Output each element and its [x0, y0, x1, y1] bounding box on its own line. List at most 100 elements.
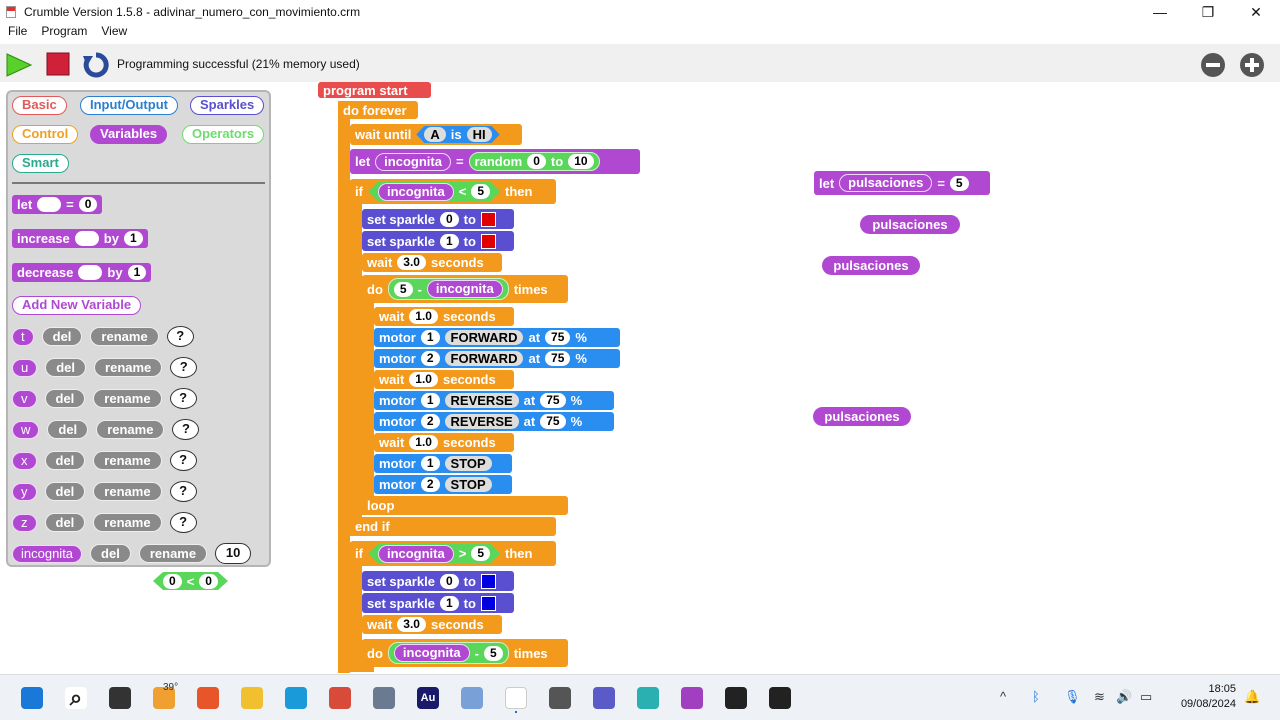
do-forever-block[interactable]: do forever	[338, 101, 418, 119]
menu-file[interactable]: File	[8, 24, 28, 38]
files-dark-icon[interactable]	[109, 687, 131, 709]
category-sparkles[interactable]: Sparkles	[190, 96, 265, 115]
notes-icon[interactable]	[725, 687, 747, 709]
rename-variable-button[interactable]: rename	[90, 327, 159, 346]
chrome-icon[interactable]	[329, 687, 351, 709]
option-field[interactable]: REVERSE	[444, 393, 519, 408]
value-field[interactable]: 10	[568, 154, 594, 169]
rename-variable-button[interactable]: rename	[93, 513, 162, 532]
variable-incognita[interactable]: incognita	[12, 544, 83, 563]
value-field[interactable]: 1	[439, 233, 459, 249]
zoom-in-icon[interactable]	[1239, 52, 1265, 78]
category-variables[interactable]: Variables	[90, 125, 168, 144]
option-field[interactable]: STOP	[444, 477, 492, 492]
operator-block[interactable]: 5-incognita	[387, 278, 509, 300]
delete-variable-button[interactable]: del	[44, 389, 86, 408]
chevron-up-icon[interactable]: ^	[1000, 689, 1007, 704]
variable-reporter[interactable]: incognita	[378, 183, 454, 201]
variable-reporter[interactable]: pulsaciones	[839, 174, 933, 192]
reset-icon[interactable]	[83, 52, 109, 78]
value-field[interactable]: 2	[420, 351, 440, 366]
rename-variable-button[interactable]: rename	[93, 482, 162, 501]
operator-block[interactable]: incognita<5	[368, 182, 500, 202]
color-swatch[interactable]	[480, 233, 496, 249]
program-start-block[interactable]: program start	[318, 82, 431, 98]
value-field[interactable]: 2	[420, 477, 440, 492]
option-field[interactable]: FORWARD	[444, 330, 524, 345]
battery-icon[interactable]: ▭	[1140, 689, 1153, 704]
color-swatch[interactable]	[480, 573, 496, 589]
wifi-icon[interactable]: ≋	[1094, 689, 1105, 704]
rename-variable-button[interactable]: rename	[94, 358, 163, 377]
loop-block[interactable]: loop	[362, 496, 568, 515]
gimp-icon[interactable]	[549, 687, 571, 709]
delete-variable-button[interactable]: del	[44, 513, 86, 532]
bluetooth-icon[interactable]: ᛒ	[1032, 689, 1040, 704]
end-if-block[interactable]: end if	[350, 517, 556, 536]
variable-y[interactable]: y	[12, 482, 37, 501]
delete-variable-button[interactable]: del	[44, 482, 86, 501]
settings-icon[interactable]	[373, 687, 395, 709]
stop-icon[interactable]	[46, 52, 70, 76]
edge-icon[interactable]	[285, 687, 307, 709]
value-field[interactable]: 3.0	[397, 255, 426, 270]
value-field[interactable]: 1	[420, 393, 440, 408]
delete-variable-button[interactable]: del	[45, 358, 87, 377]
option-field[interactable]: STOP	[444, 456, 492, 471]
variable-v[interactable]: v	[12, 389, 37, 408]
delete-variable-button[interactable]: del	[47, 420, 89, 439]
edu-icon[interactable]	[637, 687, 659, 709]
delete-variable-button[interactable]: del	[90, 544, 131, 563]
obs-icon[interactable]	[769, 687, 791, 709]
value-field[interactable]: 0	[527, 154, 546, 169]
search-icon[interactable]: ⌕	[65, 687, 87, 709]
variable-block[interactable]: pulsaciones	[860, 215, 960, 234]
value-field[interactable]: 1	[420, 330, 440, 345]
value-field[interactable]: 0	[439, 573, 459, 589]
value-field[interactable]: 75	[545, 330, 571, 345]
value-field[interactable]: 5	[949, 175, 969, 191]
delete-variable-button[interactable]: del	[44, 451, 86, 470]
Au-icon[interactable]: Au	[417, 687, 439, 709]
variable-block[interactable]: pulsaciones	[813, 407, 911, 426]
value-field[interactable]: 5	[471, 546, 490, 561]
let-block[interactable]: let=0	[12, 195, 103, 214]
variable-u[interactable]: u	[12, 358, 38, 377]
category-inputoutput[interactable]: Input/Output	[80, 96, 178, 115]
value-field[interactable]: 5	[393, 281, 413, 297]
value-field[interactable]: 1.0	[409, 435, 438, 450]
operator-block[interactable]: incognita>5	[368, 544, 500, 564]
rename-variable-button[interactable]: rename	[93, 451, 162, 470]
close-button[interactable]: ✕	[1250, 4, 1262, 20]
value-field[interactable]: 1.0	[409, 309, 438, 324]
value-field[interactable]: 5	[484, 645, 503, 661]
crumble-icon[interactable]	[505, 687, 527, 709]
add-new-variable-button[interactable]: Add New Variable	[12, 296, 142, 315]
variable-w[interactable]: w	[12, 420, 40, 439]
value-field[interactable]: 3.0	[397, 617, 426, 632]
color-swatch[interactable]	[480, 595, 496, 611]
variable-reporter[interactable]: incognita	[426, 280, 503, 298]
value-field[interactable]: 1	[439, 595, 459, 611]
category-smart[interactable]: Smart	[12, 154, 69, 173]
variable-x[interactable]: x	[12, 451, 37, 470]
value-field[interactable]: 75	[545, 351, 571, 366]
